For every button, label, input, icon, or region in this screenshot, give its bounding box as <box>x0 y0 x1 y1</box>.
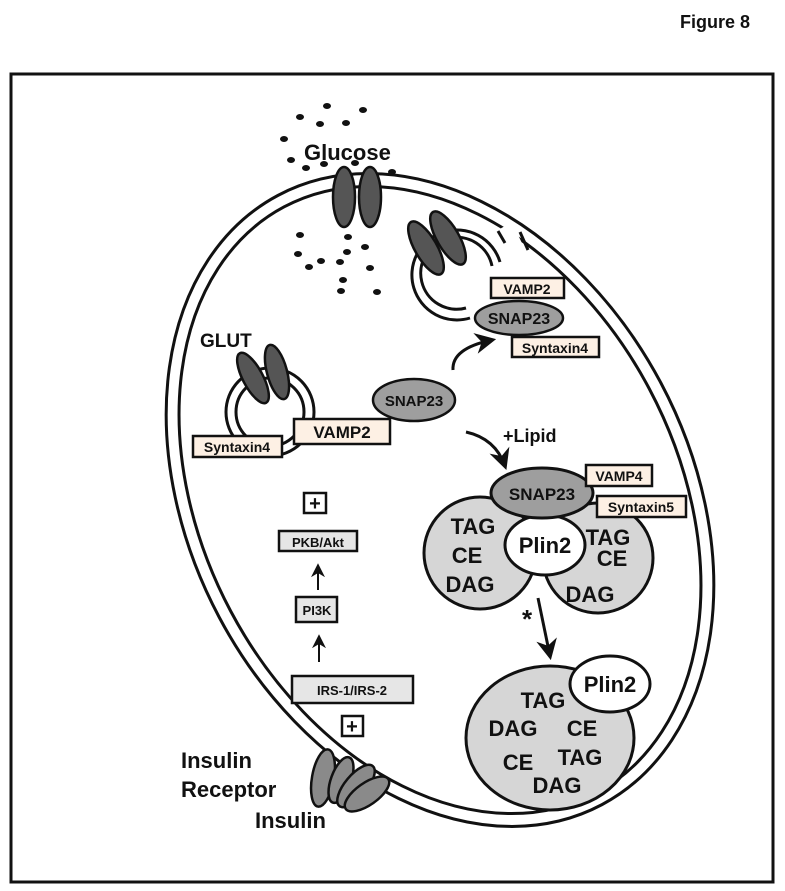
fused-droplet-lipid: TAG <box>521 688 566 713</box>
glucose-label: Glucose <box>304 140 391 165</box>
right-droplet-lipid: TAG <box>586 525 631 550</box>
syntaxin4-vesicle-box <box>191 434 284 459</box>
figure-title: Figure 8 <box>680 12 750 32</box>
glucose-molecules <box>280 103 396 295</box>
irs-box <box>290 674 415 705</box>
fused-droplet-lipid: CE <box>567 716 598 741</box>
snap23-free <box>371 377 457 423</box>
vamp2-vesicle-label: VAMP2 <box>313 423 370 442</box>
glut-label: GLUT <box>200 331 252 352</box>
plus-box-bottom <box>340 714 365 738</box>
insulin-receptor-label-line2: Receptor <box>181 777 277 802</box>
irs-label: IRS-1/IRS-2 <box>317 683 387 698</box>
fused-lipid-droplet <box>464 654 652 812</box>
vamp2-vesicle-box <box>292 417 392 446</box>
syntaxin4-vesicle-label: Syntaxin4 <box>204 439 270 455</box>
fusing-vesicle <box>406 210 502 322</box>
plin2-fused <box>568 654 652 714</box>
insulin-receptor <box>309 748 391 813</box>
snap23-fusion-label: SNAP23 <box>488 311 550 328</box>
fusion-snare-complex: VAMP2 SNAP23 Syntaxin4 <box>473 276 601 359</box>
plus-icon-bottom: + <box>346 716 358 738</box>
lipid-droplet-pair <box>422 466 655 615</box>
snap23-droplet <box>489 466 595 520</box>
vamp4-box <box>584 463 654 488</box>
fused-droplet-lipid: TAG <box>558 745 603 770</box>
syntaxin5-box <box>595 494 688 519</box>
cell-membrane <box>164 172 716 828</box>
figure-frame <box>9 72 775 884</box>
fused-droplet-lipid: DAG <box>489 716 538 741</box>
left-droplet-lipid: DAG <box>446 572 495 597</box>
vamp2-fusion-box <box>489 276 566 300</box>
droplet-fusion-arrow <box>536 597 557 661</box>
vamp4-label: VAMP4 <box>595 468 642 484</box>
plin2-fused-label: Plin2 <box>584 672 637 697</box>
insulin-label: Insulin <box>255 808 326 833</box>
left-droplet-lipid: TAG <box>451 514 496 539</box>
insulin-receptor-label-line1: Insulin <box>181 748 252 773</box>
snap23-droplet-label: SNAP23 <box>509 485 575 504</box>
left-droplet-lipid: CE <box>452 543 483 568</box>
pkb-akt-box <box>277 529 359 553</box>
pkb-akt-label: PKB/Akt <box>292 535 345 550</box>
fused-droplet-lipid: DAG <box>533 773 582 798</box>
pi3k-box <box>294 595 339 624</box>
plus-icon-top: + <box>309 493 321 515</box>
glut-transporter-membrane <box>331 165 383 229</box>
snap23-fusion <box>473 299 565 337</box>
plin2-pair-label: Plin2 <box>519 533 572 558</box>
membrane-fusion-opening <box>496 222 530 264</box>
fused-droplet-lipid: CE <box>503 750 534 775</box>
syntaxin4-fusion-label: Syntaxin4 <box>522 340 588 356</box>
snap-to-fusion-arrow <box>451 333 497 371</box>
snap23-free-label: SNAP23 <box>385 393 443 410</box>
plus-box-top <box>302 491 328 515</box>
pi3k-label: PI3K <box>303 603 333 618</box>
syntaxin4-fusion-box <box>510 335 601 359</box>
lipid-arrow <box>465 430 510 470</box>
right-droplet-lipid: DAG <box>566 582 615 607</box>
fusion-asterisk: * <box>522 604 533 634</box>
syntaxin5-label: Syntaxin5 <box>608 499 674 515</box>
vamp2-fusion-label: VAMP2 <box>503 281 550 297</box>
lipid-label: +Lipid <box>503 426 557 446</box>
right-droplet-lipid: CE <box>597 546 628 571</box>
